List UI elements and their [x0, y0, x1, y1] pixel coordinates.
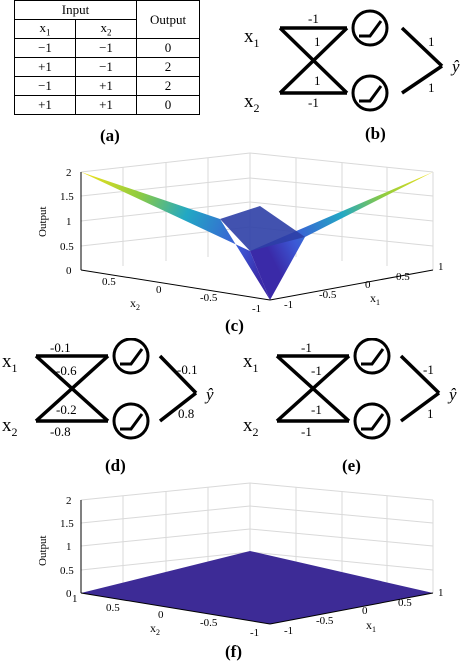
- weight-label: 1: [427, 406, 434, 421]
- caption-e: (e): [342, 456, 361, 475]
- x1-axis-label: x1: [366, 618, 376, 634]
- weight-label: -1: [301, 340, 312, 355]
- weight-label: 1: [314, 34, 321, 49]
- z-tick-label: 0.5: [60, 565, 74, 577]
- plot-axes: [80, 500, 434, 625]
- input-x1-label: x1: [244, 26, 260, 50]
- input-x1-label: x1: [2, 351, 18, 375]
- weight-label: -1: [423, 362, 434, 377]
- relu-unit-icon: [353, 402, 391, 440]
- caption-a: (a): [100, 126, 120, 145]
- network-edges: [34, 354, 198, 423]
- x1-tick-label: -1: [284, 299, 293, 311]
- x2-tick-label: 0.5: [106, 602, 120, 614]
- output-header: Output: [136, 0, 200, 39]
- weight-label: -0.8: [50, 424, 71, 439]
- caption-b: (b): [365, 124, 386, 143]
- x1-tick-label: 0: [365, 279, 371, 291]
- weight-label: 1: [314, 73, 321, 88]
- z-axis-label: Output: [37, 206, 49, 237]
- output-yhat-label: ŷ: [447, 385, 457, 404]
- z-tick-label: 1: [66, 216, 72, 228]
- x2-tick-label: -0.5: [200, 617, 218, 629]
- x1-tick-label: 0: [362, 605, 368, 617]
- relu-unit-icon: [112, 338, 150, 375]
- x2-tick-label: -1: [250, 627, 259, 639]
- weight-label: -1: [311, 363, 322, 378]
- z-tick-label: 1: [66, 541, 72, 553]
- weight-label: 1: [428, 34, 435, 49]
- weight-label: 1: [428, 80, 435, 95]
- plot-grid: [80, 482, 434, 593]
- surface-valley: [220, 206, 305, 251]
- weight-label: -1: [308, 95, 319, 110]
- x2-tick-label: -1: [252, 303, 261, 315]
- input-header: Input: [14, 0, 137, 20]
- weight-label: -0.1: [50, 340, 71, 355]
- relu-unit-icon: [351, 9, 389, 47]
- input-x1-label: x1: [243, 351, 259, 375]
- z-axis-label: Output: [37, 535, 49, 566]
- network-diagram-d: x1 x2 -0.1 -0.6 -0.2 -0.8 -0.1 0.8 ŷ (d): [2, 338, 214, 475]
- input-x2-label: x2: [243, 415, 259, 439]
- x1-header: x1: [14, 19, 76, 39]
- x2-tick-label: 1: [72, 593, 78, 605]
- z-tick-label: 2: [66, 495, 72, 507]
- x1-tick-label: 0.5: [396, 271, 410, 283]
- z-tick-label: 2: [66, 167, 72, 179]
- relu-unit-icon: [112, 402, 150, 440]
- x2-axis-label: x2: [150, 621, 160, 637]
- caption-f: (f): [225, 642, 242, 661]
- network-diagram-e: x1 x2 -1 -1 -1 -1 -1 1 ŷ (e): [243, 338, 457, 475]
- input-x2-label: x2: [244, 91, 260, 115]
- network-edges: [278, 26, 444, 95]
- network-diagram-b: x1 x2 -1 1 1 -1 1 1 ŷ (b): [244, 9, 460, 143]
- output-yhat-label: ŷ: [204, 385, 214, 404]
- x2-header: x2: [75, 19, 137, 39]
- weight-label: -0.1: [177, 362, 198, 377]
- caption-d: (d): [105, 456, 126, 475]
- z-tick-label: 1.5: [60, 518, 74, 530]
- x1-tick-label: -1: [284, 625, 293, 637]
- input-x2-label: x2: [2, 415, 18, 439]
- z-tick-label: 0: [66, 265, 72, 277]
- x2-tick-label: 0: [156, 284, 162, 296]
- plot-axes: [80, 172, 434, 301]
- x2-tick-label: 0.5: [102, 276, 116, 288]
- x1-axis-label: x1: [370, 291, 380, 307]
- weight-label: -1: [308, 11, 319, 26]
- z-tick-label: 0.5: [60, 241, 74, 253]
- caption-c: (c): [225, 316, 244, 335]
- x2-tick-label: 0: [158, 609, 164, 621]
- flat-surface: [81, 551, 433, 624]
- x1-tick-label: 1: [438, 587, 444, 599]
- weight-label: -0.2: [56, 402, 77, 417]
- weight-label: -1: [301, 424, 312, 439]
- output-yhat-label: ŷ: [450, 57, 460, 76]
- x1-tick-label: 1: [438, 261, 444, 273]
- x2-axis-label: x2: [130, 296, 140, 312]
- weight-label: -1: [311, 402, 322, 417]
- network-edges: [275, 354, 441, 423]
- z-tick-label: 0: [66, 588, 72, 600]
- relu-unit-icon: [353, 338, 391, 375]
- x1-tick-label: -0.5: [316, 615, 334, 627]
- weight-label: 0.8: [178, 406, 194, 421]
- z-tick-label: 1.5: [60, 191, 74, 203]
- surface-plot-f: 2 1.5 1 0.5 0 Output 1 0.5 0 -0.5 -1 x2 …: [37, 482, 444, 661]
- weight-label: -0.6: [56, 363, 77, 378]
- x1-tick-label: 0.5: [398, 597, 412, 609]
- plot-grid: [80, 152, 434, 270]
- x2-tick-label: -0.5: [200, 292, 218, 304]
- relu-unit-icon: [351, 74, 389, 112]
- surface-plot-c: 2 1.5 1 0.5 0 Output 0.5 0 -0.5 -1 x2 -1…: [37, 152, 444, 335]
- x1-tick-label: -0.5: [319, 289, 337, 301]
